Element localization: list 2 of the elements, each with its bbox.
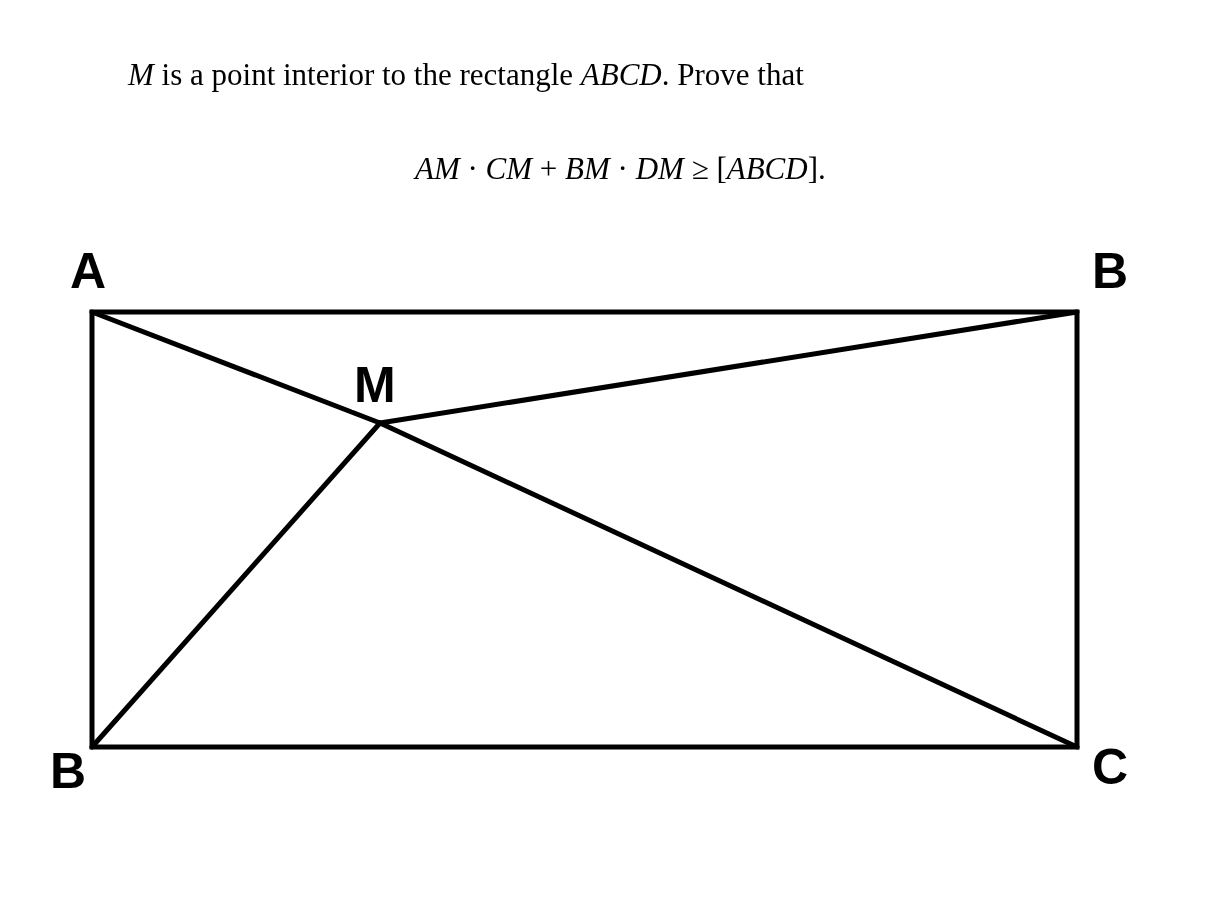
problem-statement: M is a point interior to the rectangle ABCD. Prove that xyxy=(128,56,804,94)
inequality-formula: AM · CM + BM · DM ≥ [ABCD]. xyxy=(415,150,826,188)
